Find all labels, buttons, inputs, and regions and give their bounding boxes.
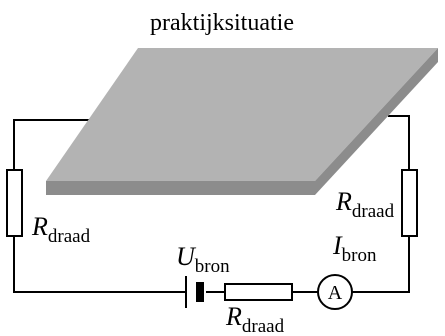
- label-r-left-sub: draad: [48, 226, 91, 247]
- plate-top-face: [46, 48, 438, 181]
- label-i-source-sub: bron: [342, 245, 377, 266]
- resistor-left: [6, 169, 23, 237]
- voltage-source: [185, 276, 204, 308]
- label-r-right-sub: draad: [352, 201, 395, 222]
- label-r-left-symbol: R: [31, 212, 48, 241]
- label-u-source-sub: bron: [195, 256, 230, 277]
- label-i-source: Ibron: [332, 231, 377, 266]
- label-r-left: Rdraad: [31, 212, 91, 247]
- resistor-right: [401, 169, 418, 237]
- ammeter-circle: [317, 274, 353, 310]
- label-u-source-symbol: U: [176, 242, 197, 271]
- label-r-bottom: Rdraad: [225, 302, 285, 336]
- resistor-bottom: [224, 283, 293, 301]
- diagram-title: praktijksituatie: [150, 10, 294, 36]
- label-i-source-symbol: I: [332, 231, 343, 260]
- label-r-right: Rdraad: [335, 187, 395, 222]
- label-u-source: Ubron: [176, 242, 230, 277]
- ammeter-label: A: [328, 282, 343, 304]
- metal-plate: [46, 48, 438, 195]
- label-r-bottom-symbol: R: [225, 302, 242, 331]
- label-r-right-symbol: R: [335, 187, 352, 216]
- battery-short-plate: [196, 282, 204, 302]
- ammeter: A: [317, 274, 353, 310]
- plate-front-edge: [46, 181, 315, 195]
- label-r-bottom-sub: draad: [242, 316, 285, 336]
- plate-side-edge: [315, 48, 438, 195]
